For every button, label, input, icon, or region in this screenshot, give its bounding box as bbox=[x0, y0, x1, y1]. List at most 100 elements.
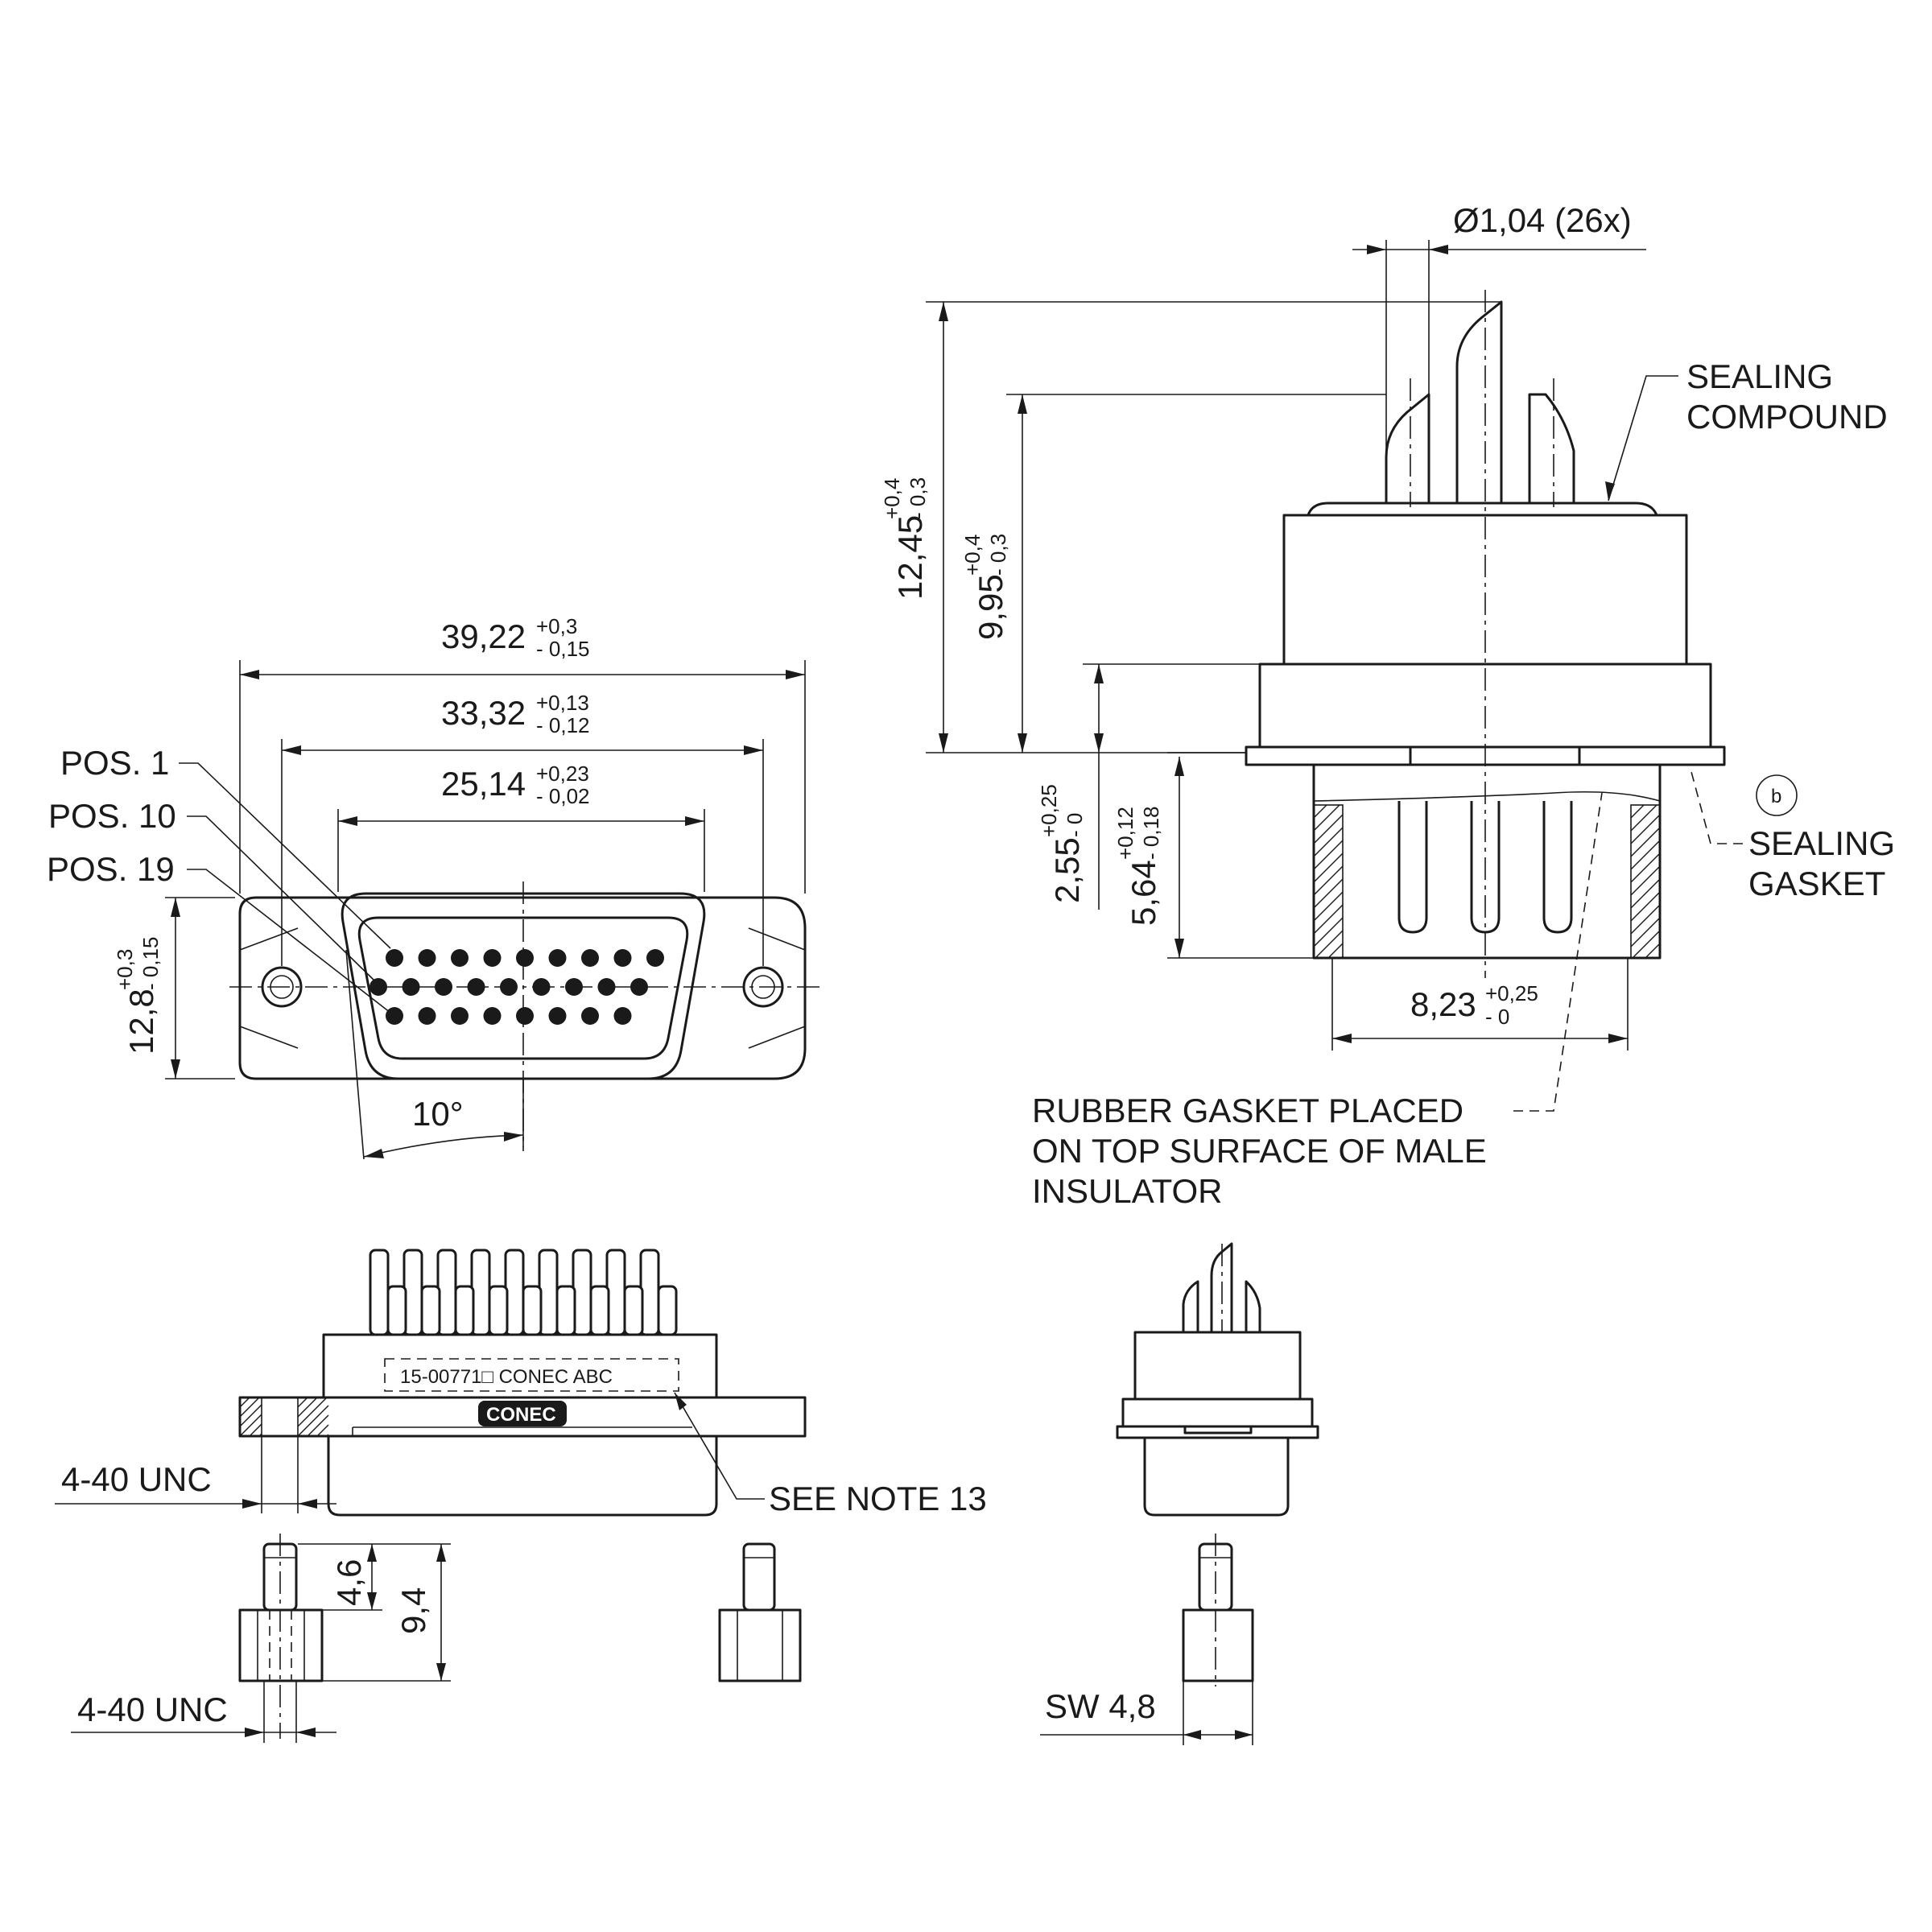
pcb-pin-front bbox=[657, 1285, 678, 1336]
gasket-marker-circle bbox=[1756, 774, 1798, 816]
contact-pin bbox=[418, 949, 436, 967]
gasket-marker: b bbox=[1771, 786, 1781, 807]
flange-chamfer bbox=[239, 1026, 299, 1049]
hatch-line bbox=[297, 1397, 318, 1418]
dim-long-pin-height: 12,45 bbox=[891, 515, 929, 600]
contact-pin bbox=[565, 978, 583, 996]
leader-see-note bbox=[674, 1392, 765, 1500]
flange-chamfer bbox=[748, 927, 806, 951]
hatch-line bbox=[1630, 917, 1661, 947]
hatch-line bbox=[1327, 943, 1344, 959]
dim-wrench-size: SW 4,8 bbox=[1045, 1687, 1156, 1725]
dim-flange-height: 12,8 bbox=[122, 989, 160, 1055]
arrow bbox=[1429, 245, 1448, 254]
hatch-line bbox=[1630, 904, 1661, 935]
hatch-line bbox=[239, 1414, 262, 1437]
hatch-line bbox=[1313, 852, 1344, 883]
side-pin-lower-1 bbox=[1397, 801, 1428, 934]
arrow bbox=[1183, 1730, 1201, 1740]
arrow bbox=[436, 1663, 446, 1681]
side-pin-short-right bbox=[1528, 393, 1575, 509]
dim-flange-height-tol-minus: - 0,15 bbox=[138, 937, 163, 991]
arrow bbox=[338, 816, 357, 826]
hatch-line bbox=[1630, 852, 1661, 883]
arrow bbox=[367, 1544, 377, 1562]
marking-label-box bbox=[384, 1358, 679, 1392]
contact-pin bbox=[613, 1007, 632, 1025]
contact-pin bbox=[451, 1007, 469, 1025]
arrow bbox=[786, 670, 805, 679]
dim-standoff-thread-length: 4,6 bbox=[330, 1559, 368, 1606]
contact-pin bbox=[467, 978, 485, 996]
leader-pos-10 bbox=[187, 815, 375, 981]
rubber-gasket-note-line3: INSULATOR bbox=[1032, 1172, 1223, 1210]
pcb-pin-front bbox=[386, 1285, 407, 1336]
hatch-line bbox=[1630, 804, 1645, 819]
arrow bbox=[1235, 1730, 1253, 1740]
callout-sealing-gasket-line2: GASKET bbox=[1748, 865, 1885, 902]
front-d-shell-outer bbox=[341, 892, 706, 1080]
arrow bbox=[1174, 757, 1184, 776]
arrow bbox=[367, 1592, 377, 1610]
dim-short-pin-tol-minus: - 0,3 bbox=[986, 534, 1010, 576]
marking-label: 15-00771□ CONEC ABC bbox=[400, 1366, 613, 1388]
side-pin-lower-2 bbox=[1470, 801, 1501, 934]
arrow bbox=[1174, 939, 1184, 958]
hatch-line bbox=[1630, 878, 1661, 909]
hatch-line bbox=[1630, 840, 1661, 870]
standoff-left-hex bbox=[238, 1608, 324, 1682]
pcb-pin-array bbox=[369, 1249, 678, 1336]
pcb-pin-front bbox=[420, 1285, 441, 1336]
pcb-side-view: 15-00771□ CONEC ABC CONEC 4-40 UNC SEE N… bbox=[55, 1249, 987, 1743]
hatch-line bbox=[1313, 804, 1340, 832]
hatch-line bbox=[297, 1397, 328, 1427]
dim-shell-angle: 10° bbox=[412, 1095, 464, 1133]
arrow bbox=[1018, 394, 1027, 414]
contact-pin bbox=[483, 1007, 502, 1025]
contact-pin bbox=[613, 949, 632, 967]
leader-rubber-gasket bbox=[1513, 792, 1603, 1112]
flange-chamfer bbox=[748, 1026, 806, 1049]
dim-shell-depth-tol-plus: +0,12 bbox=[1113, 807, 1137, 860]
arrow bbox=[364, 1149, 384, 1158]
arrow bbox=[685, 816, 704, 826]
front-d-shell-inner bbox=[357, 916, 689, 1060]
rubber-gasket-note-line2: ON TOP SURFACE OF MALE bbox=[1032, 1132, 1487, 1170]
hatch-line bbox=[1630, 804, 1657, 832]
dim-shell-width-tol-plus: +0,23 bbox=[536, 762, 589, 786]
end-pin-right bbox=[1245, 1280, 1261, 1334]
side-shell-lower bbox=[1312, 763, 1662, 960]
arrow bbox=[939, 733, 948, 753]
dim-pin-diameter: Ø1,04 (26x) bbox=[1453, 201, 1632, 239]
arrow bbox=[282, 745, 301, 755]
label-pos-1: POS. 1 bbox=[60, 744, 169, 782]
dim-long-pin-tol-minus: - 0,3 bbox=[906, 477, 930, 519]
dim-shell-width: 25,14 bbox=[441, 765, 526, 803]
dim-side-shell-width: 8,23 bbox=[1410, 985, 1476, 1023]
hatch-line bbox=[1630, 891, 1661, 922]
front-pin-array bbox=[369, 949, 664, 1025]
arrow bbox=[1094, 664, 1104, 683]
contact-pin bbox=[516, 1007, 534, 1025]
rubber-gasket-note-line1: RUBBER GASKET PLACED bbox=[1032, 1092, 1463, 1129]
pcb-pin-front bbox=[522, 1285, 543, 1336]
contact-pin bbox=[597, 978, 616, 996]
hatch-line bbox=[326, 1434, 329, 1437]
hatch-line bbox=[1630, 814, 1661, 844]
see-note-13: SEE NOTE 13 bbox=[769, 1480, 987, 1517]
side-view: Ø1,04 (26x) 12,45 +0,4 - 0,3 9,95 +0,4 -… bbox=[880, 201, 1895, 1210]
side-flange-step bbox=[1409, 745, 1581, 765]
hatch-line bbox=[297, 1405, 329, 1437]
dim-standoff-total-length: 9,4 bbox=[394, 1587, 432, 1634]
arrow bbox=[1367, 245, 1386, 254]
contact-pin bbox=[516, 949, 534, 967]
leader-pos-19 bbox=[187, 869, 391, 1013]
hatch-line bbox=[1630, 827, 1661, 857]
contact-pin bbox=[500, 978, 518, 996]
conec-logo: CONEC bbox=[486, 1404, 556, 1426]
conec-logo-box bbox=[478, 1401, 567, 1426]
dim-shell-depth: 5,64 bbox=[1125, 860, 1162, 926]
dim-hole-pitch-tol-minus: - 0,12 bbox=[536, 713, 590, 737]
hatch-line bbox=[307, 1414, 329, 1437]
end-view: SW 4,8 bbox=[1040, 1242, 1319, 1745]
